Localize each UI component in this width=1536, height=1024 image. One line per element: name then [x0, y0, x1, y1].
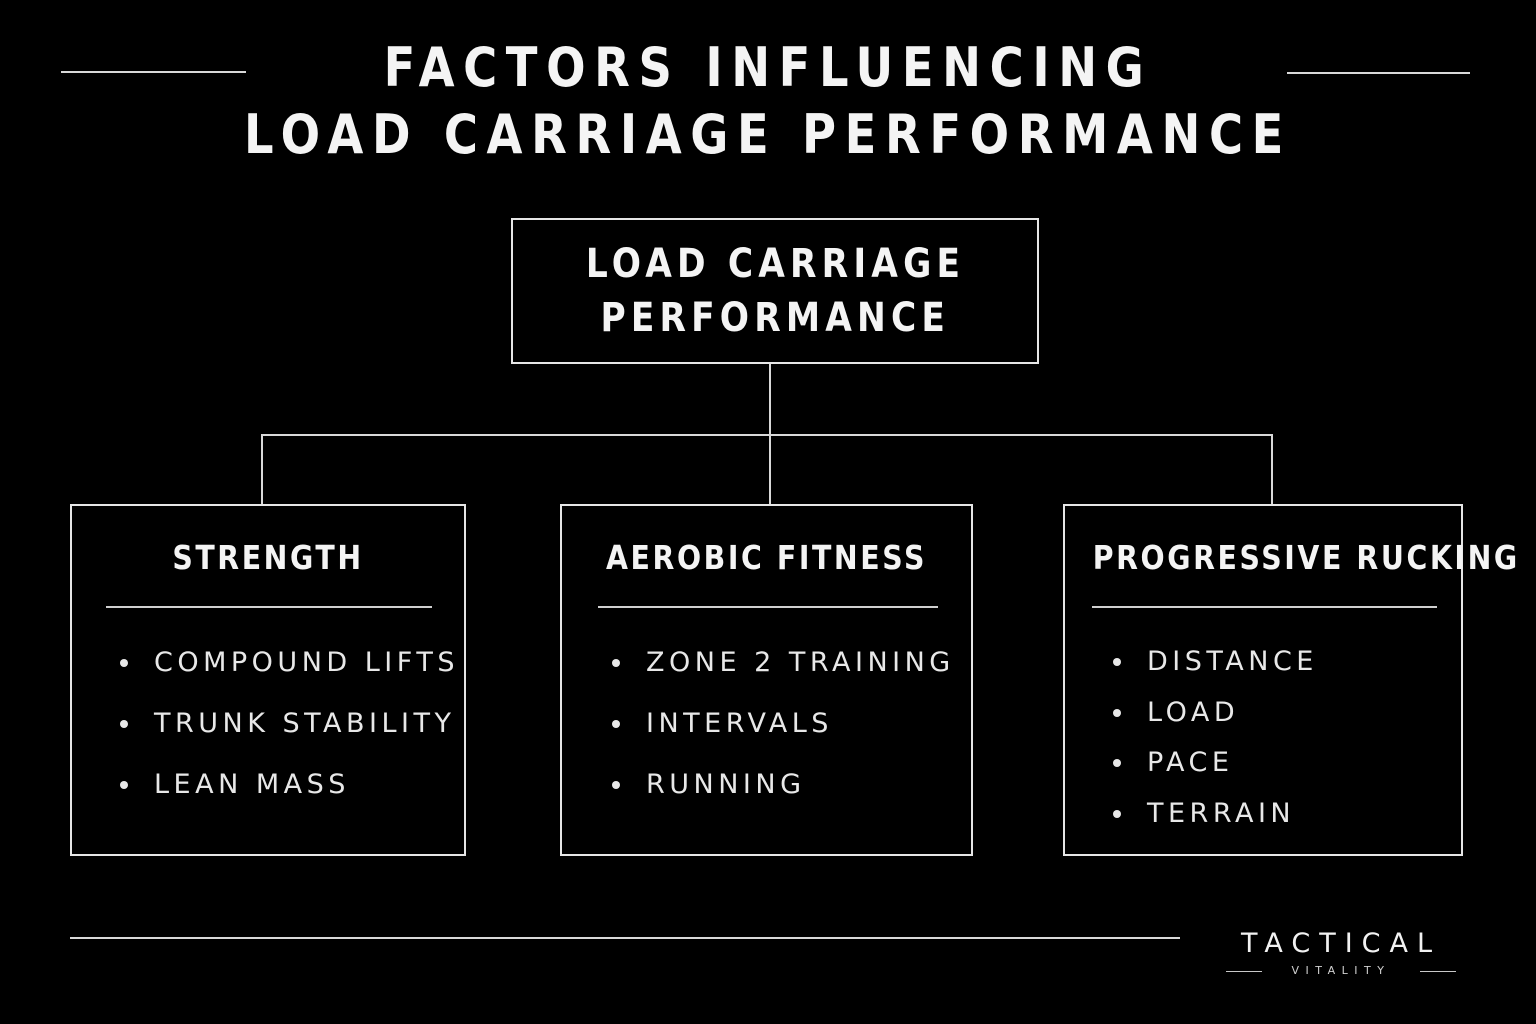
bullet-icon — [612, 658, 620, 667]
page-title-line-2: LOAD CARRIAGE PERFORMANCE — [244, 103, 1292, 166]
title-rule-right — [1287, 72, 1470, 74]
bullet-icon — [120, 719, 128, 728]
list-item: COMPOUND LIFTS — [120, 632, 459, 693]
factor-card-progressive-rucking: PROGRESSIVE RUCKING DISTANCE LOAD PACE T… — [1063, 504, 1520, 856]
list-item: DISTANCE — [1113, 637, 1318, 688]
list-item-label: RUNNING — [646, 769, 806, 800]
footer-rule — [70, 937, 1180, 939]
bullet-icon — [1113, 809, 1121, 818]
factor-card-title: PROGRESSIVE RUCKING — [1092, 538, 1520, 577]
logo-tagline: VITALITY — [1291, 964, 1391, 977]
bullet-icon — [612, 719, 620, 728]
title-rule-left — [61, 71, 246, 73]
list-item: ZONE 2 TRAINING — [612, 632, 955, 693]
root-node: LOAD CARRIAGE PERFORMANCE — [511, 218, 1039, 364]
list-item: PACE — [1113, 738, 1318, 789]
list-item-label: LEAN MASS — [154, 769, 350, 800]
bullet-icon — [1113, 708, 1121, 717]
list-item-label: LOAD — [1147, 696, 1240, 728]
factor-card-divider — [106, 606, 432, 608]
root-node-label-line-2: PERFORMANCE — [600, 295, 950, 341]
bullet-icon — [1113, 658, 1121, 667]
list-item-label: TERRAIN — [1147, 797, 1296, 829]
factor-card-divider — [598, 606, 938, 608]
list-item: INTERVALS — [612, 693, 955, 754]
factor-card-list: DISTANCE LOAD PACE TERRAIN — [1113, 637, 1318, 839]
connector-root-trunk — [769, 364, 771, 436]
logo-wordmark: TACTICAL — [1240, 928, 1442, 959]
bullet-icon — [120, 780, 128, 789]
list-item: LEAN MASS — [120, 754, 459, 815]
factor-card-title: STRENGTH — [172, 538, 364, 577]
list-item-label: TRUNK STABILITY — [154, 708, 456, 739]
list-item-label: COMPOUND LIFTS — [154, 647, 459, 678]
root-node-label-line-1: LOAD CARRIAGE — [585, 241, 965, 287]
connector-to-aerobic-fitness — [769, 434, 771, 505]
factor-card-aerobic-fitness: AEROBIC FITNESS ZONE 2 TRAINING INTERVAL… — [560, 504, 973, 856]
factor-card-list: COMPOUND LIFTS TRUNK STABILITY LEAN MASS — [120, 632, 459, 815]
logo-rule-right — [1420, 971, 1456, 972]
factor-card-title: AEROBIC FITNESS — [606, 538, 927, 577]
bullet-icon — [612, 780, 620, 789]
list-item-label: PACE — [1147, 747, 1234, 778]
list-item-label: INTERVALS — [646, 708, 833, 739]
connector-to-strength — [261, 434, 263, 505]
list-item: LOAD — [1113, 688, 1318, 739]
connector-to-progressive-rucking — [1271, 434, 1273, 505]
list-item: RUNNING — [612, 754, 955, 815]
factor-card-list: ZONE 2 TRAINING INTERVALS RUNNING — [612, 632, 955, 815]
list-item-label: DISTANCE — [1147, 646, 1318, 677]
bullet-icon — [120, 658, 128, 667]
list-item: TRUNK STABILITY — [120, 693, 459, 754]
factor-card-divider — [1092, 606, 1437, 608]
connector-horizontal — [261, 434, 1273, 436]
list-item-label: ZONE 2 TRAINING — [646, 647, 955, 678]
factor-card-strength: STRENGTH COMPOUND LIFTS TRUNK STABILITY … — [70, 504, 466, 856]
brand-logo: TACTICAL VITALITY — [1210, 926, 1472, 982]
page-title-line-1: FACTORS INFLUENCING — [383, 36, 1153, 99]
bullet-icon — [1113, 759, 1121, 768]
list-item: TERRAIN — [1113, 789, 1318, 840]
logo-rule-left — [1226, 971, 1262, 972]
